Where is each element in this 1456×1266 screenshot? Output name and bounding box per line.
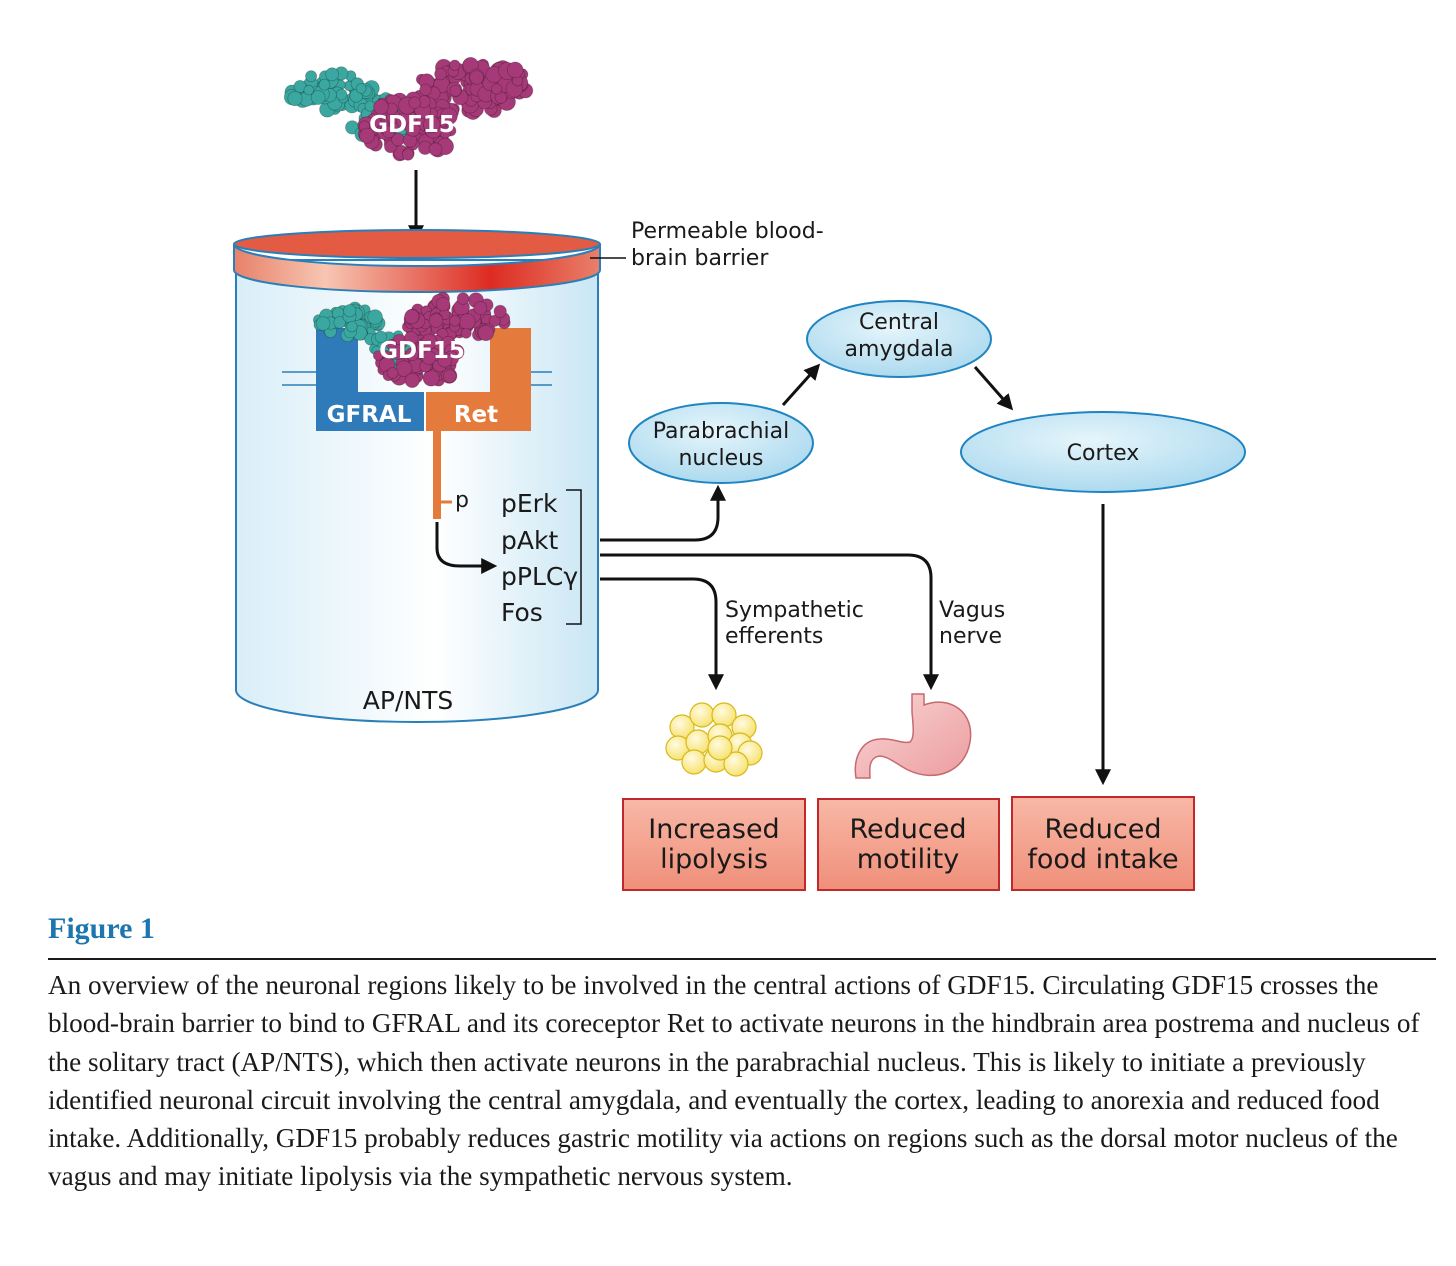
stomach-icon	[854, 693, 972, 779]
arrow-amygdala-to-cortex	[973, 366, 1014, 411]
sympathetic-line1: Sympathetic	[725, 598, 864, 623]
ret-label: Ret	[454, 402, 498, 428]
food-line2: food intake	[1027, 844, 1178, 875]
gfral-label: GFRAL	[327, 402, 412, 428]
path-sympathetic-efferents	[600, 577, 724, 691]
signal-bracket	[566, 489, 582, 625]
amygdala-line2: amygdala	[845, 337, 954, 362]
lipolysis-line1: Increased	[648, 814, 779, 845]
path-to-parabrachial	[600, 484, 726, 542]
outcome-reduced-food-intake: Reduced food intake	[1011, 796, 1195, 891]
blood-brain-barrier-band	[233, 229, 601, 293]
gdf15-top-label: GDF15	[369, 112, 455, 138]
motility-line1: Reduced	[849, 814, 966, 845]
food-line1: Reduced	[1044, 814, 1161, 845]
signal-perk: pErk	[501, 489, 558, 518]
cortex-label: Cortex	[1067, 441, 1140, 466]
ret-receptor	[426, 328, 531, 431]
amygdala-line1: Central	[859, 310, 939, 335]
gdf15-protein-top	[283, 56, 534, 162]
signal-pakt: pAkt	[501, 526, 558, 555]
gdf15-bound-label: GDF15	[379, 338, 465, 364]
central-amygdala-node: Central amygdala	[806, 300, 992, 378]
gfral-receptor	[316, 328, 424, 431]
parabrachial-line1: Parabrachial	[653, 419, 790, 444]
parabrachial-nucleus-node: Parabrachial nucleus	[628, 402, 814, 484]
outcome-increased-lipolysis: Increased lipolysis	[622, 798, 806, 891]
parabrachial-line2: nucleus	[678, 446, 763, 471]
arrow-stalk-to-signals	[435, 522, 498, 574]
figure-caption: An overview of the neuronal regions like…	[48, 970, 1420, 1192]
phospho-label: p	[455, 488, 469, 513]
vagus-line1: Vagus	[939, 598, 1005, 623]
signal-pplcg: pPLCγ	[501, 562, 578, 591]
ap-nts-label: AP/NTS	[363, 686, 453, 715]
gdf15-protein-bound	[312, 291, 511, 388]
signal-fos: Fos	[501, 598, 543, 627]
motility-line2: motility	[857, 844, 959, 875]
lipolysis-line2: lipolysis	[660, 844, 768, 875]
vagus-line2: nerve	[939, 624, 1002, 649]
barrier-label-line2: brain barrier	[631, 246, 769, 271]
sympathetic-line2: efferents	[725, 624, 823, 649]
path-vagus-nerve	[600, 553, 939, 691]
gdf15-pathway-diagram: GDF15 Permeable blood- brain barrier GDF…	[233, 56, 1246, 891]
figure-label: Figure 1	[48, 912, 155, 945]
cell-membrane	[282, 371, 552, 386]
fat-cells-icon	[665, 702, 763, 777]
outcome-reduced-motility: Reduced motility	[817, 798, 1000, 891]
arrow-parabrachial-to-amygdala	[781, 363, 821, 407]
barrier-label-line1: Permeable blood-	[631, 219, 824, 244]
caption-rule	[48, 958, 1436, 960]
ret-transmembrane-stalk	[433, 431, 441, 519]
cortex-node: Cortex	[960, 411, 1246, 493]
